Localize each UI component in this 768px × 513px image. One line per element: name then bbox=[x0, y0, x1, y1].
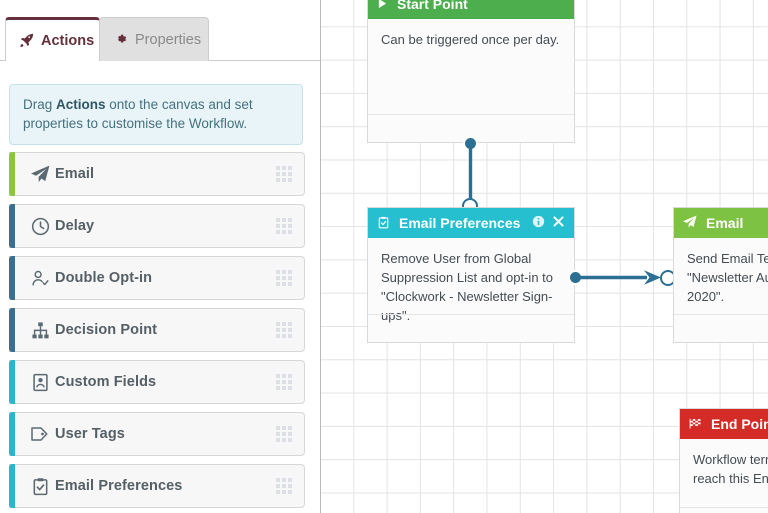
workflow-canvas[interactable]: Start Point Can be triggered once per da… bbox=[320, 0, 768, 513]
node-title: Email Preferences bbox=[399, 215, 521, 231]
action-item-custom-fields[interactable]: Custom Fields bbox=[9, 360, 305, 404]
paper-plane-icon bbox=[25, 165, 55, 184]
connector-email-preferences-to-email bbox=[578, 270, 661, 285]
hint-suffix: onto the canvas and set properties to cu… bbox=[23, 97, 253, 131]
action-label: Custom Fields bbox=[55, 374, 157, 390]
tab-properties[interactable]: Properties bbox=[99, 17, 209, 61]
user-check-icon bbox=[25, 269, 55, 288]
node-start-point[interactable]: Start Point Can be triggered once per da… bbox=[367, 0, 575, 143]
action-label: Email Preferences bbox=[55, 478, 183, 494]
node-body: Remove User from Global Suppression List… bbox=[381, 251, 553, 323]
clock-icon bbox=[25, 217, 55, 236]
action-item-decision-point[interactable]: Decision Point bbox=[9, 308, 305, 352]
node-title: Email bbox=[706, 215, 744, 231]
node-email-preferences[interactable]: Email Preferences Remove User from Globa… bbox=[367, 207, 575, 343]
play-icon bbox=[377, 0, 388, 11]
node-header: Email Preferences bbox=[368, 208, 574, 238]
node-header: End Point bbox=[680, 409, 768, 439]
tab-properties-label: Properties bbox=[135, 31, 202, 48]
paper-plane-icon bbox=[683, 215, 697, 231]
node-title: End Point bbox=[711, 416, 768, 432]
tag-icon bbox=[25, 424, 55, 444]
node-footer bbox=[368, 114, 574, 142]
actions-panel: Actions Properties Drag Actions onto the… bbox=[0, 0, 320, 513]
drag-handle-icon[interactable] bbox=[276, 166, 292, 182]
node-body: Can be triggered once per day. bbox=[381, 32, 560, 47]
action-item-user-tags[interactable]: User Tags bbox=[9, 412, 305, 456]
action-item-delay[interactable]: Delay bbox=[9, 204, 305, 248]
tab-actions[interactable]: Actions bbox=[5, 17, 100, 61]
hint-prefix: Drag bbox=[23, 97, 57, 112]
accent-bar bbox=[9, 204, 15, 248]
action-item-double-opt-in[interactable]: Double Opt-in bbox=[9, 256, 305, 300]
action-label: Email bbox=[55, 166, 95, 182]
node-email[interactable]: Email Send Email Tem "Newsletter Au 2020… bbox=[673, 207, 768, 343]
node-footer bbox=[674, 314, 768, 342]
action-item-email[interactable]: Email bbox=[9, 152, 305, 196]
accent-bar bbox=[9, 412, 15, 456]
rocket-icon bbox=[20, 33, 34, 49]
gear-icon bbox=[114, 32, 128, 48]
action-label: User Tags bbox=[55, 426, 125, 442]
node-title: Start Point bbox=[397, 0, 468, 12]
accent-bar bbox=[9, 464, 15, 508]
tab-actions-label: Actions bbox=[41, 32, 95, 49]
action-label: Delay bbox=[55, 218, 95, 234]
action-label: Double Opt-in bbox=[55, 270, 153, 286]
panel-tabs: Actions Properties bbox=[0, 17, 320, 61]
action-item-email-preferences[interactable]: Email Preferences bbox=[9, 464, 305, 508]
clipboard-check-icon bbox=[377, 216, 390, 231]
node-header-actions bbox=[532, 215, 565, 231]
drag-hint-callout: Drag Actions onto the canvas and set pro… bbox=[9, 84, 303, 146]
node-footer bbox=[680, 507, 768, 513]
drag-handle-icon[interactable] bbox=[276, 478, 292, 494]
node-footer bbox=[368, 314, 574, 342]
accent-bar bbox=[9, 360, 15, 404]
hint-strong: Actions bbox=[56, 97, 106, 112]
action-label: Decision Point bbox=[55, 322, 158, 338]
close-icon[interactable] bbox=[552, 215, 565, 231]
action-list: Email Delay Double Opt-in Decision Poi bbox=[9, 152, 305, 513]
accent-bar bbox=[9, 256, 15, 300]
clipboard-check-icon bbox=[25, 477, 55, 496]
drag-handle-icon[interactable] bbox=[276, 322, 292, 338]
flag-checkered-icon bbox=[689, 417, 702, 432]
node-header: Email bbox=[674, 208, 768, 238]
info-icon[interactable] bbox=[532, 215, 545, 231]
node-body: Send Email Tem "Newsletter Au 2020". bbox=[687, 251, 768, 304]
drag-handle-icon[interactable] bbox=[276, 218, 292, 234]
node-header: Start Point bbox=[368, 0, 574, 19]
sitemap-icon bbox=[25, 321, 55, 340]
node-body: Workflow term reach this End bbox=[693, 452, 768, 486]
node-end-point[interactable]: End Point Workflow term reach this End bbox=[679, 408, 768, 513]
drag-handle-icon[interactable] bbox=[276, 270, 292, 286]
accent-bar bbox=[9, 308, 15, 352]
accent-bar bbox=[9, 152, 15, 196]
id-card-icon bbox=[25, 373, 55, 392]
drag-handle-icon[interactable] bbox=[276, 374, 292, 390]
drag-handle-icon[interactable] bbox=[276, 426, 292, 442]
